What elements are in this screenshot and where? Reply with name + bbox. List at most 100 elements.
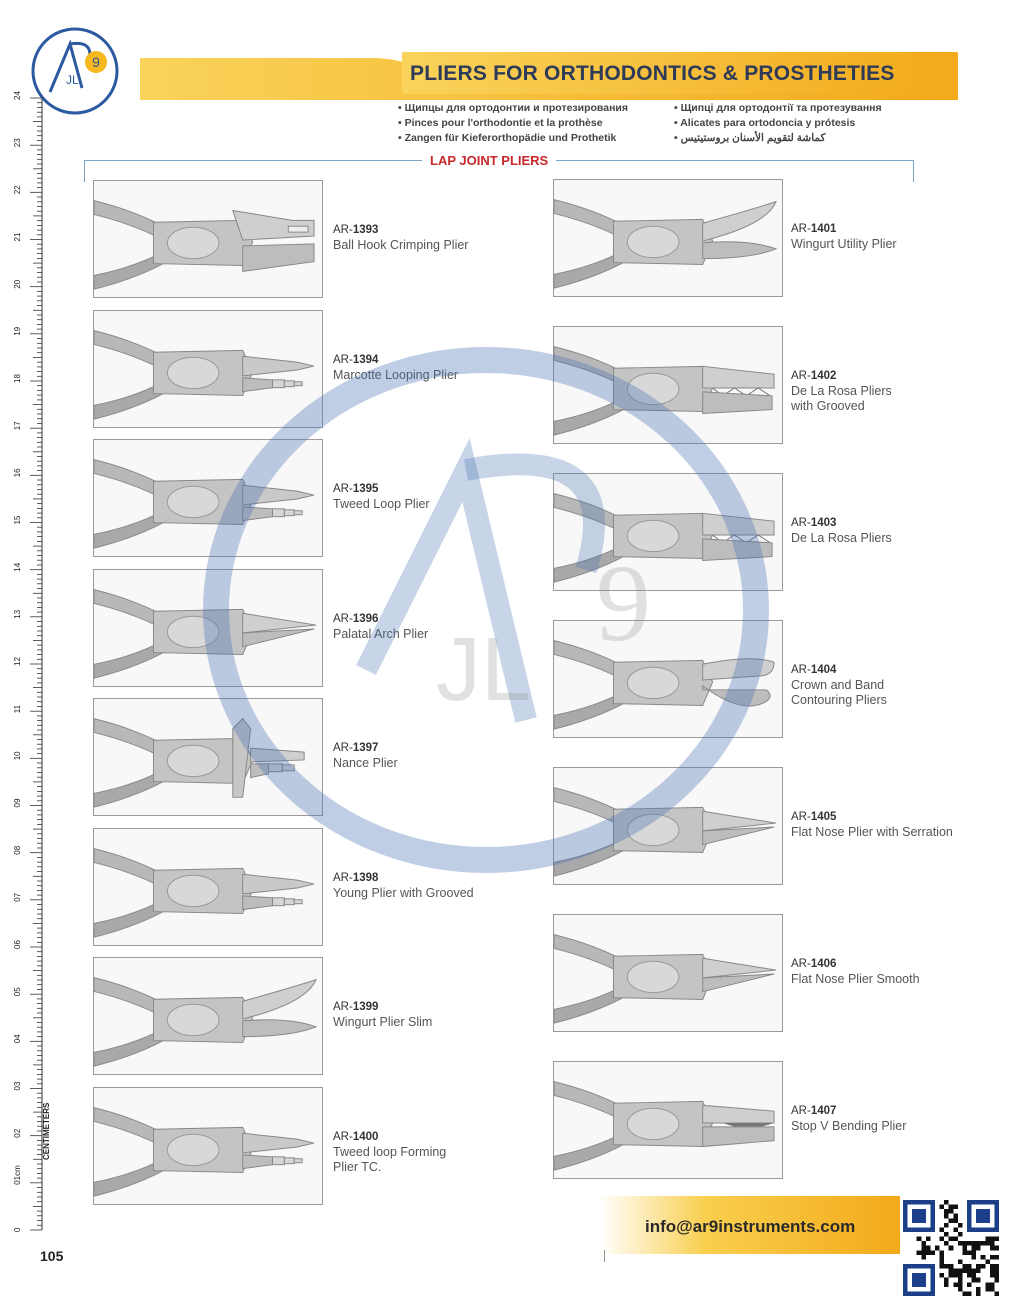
ruler-mark: 0	[13, 1227, 22, 1232]
plier-illustration	[553, 180, 782, 296]
product-code: AR-1396	[333, 613, 378, 625]
brand-logo: 9 JL	[30, 26, 120, 116]
product-code: AR-1401	[791, 223, 836, 235]
product-code-number: 1407	[810, 1105, 837, 1117]
language-line: Pinces pour l'orthodontie et la prothèse	[398, 116, 628, 131]
page-title: PLIERS FOR ORTHODONTICS & PROSTHETIES	[410, 62, 895, 85]
product-name: De La Rosa Pliers	[791, 531, 892, 545]
product-code-number: 1395	[352, 483, 379, 495]
product-image	[553, 767, 783, 885]
product-code: AR-1393	[333, 224, 378, 236]
ruler-mark: 11	[13, 704, 22, 713]
plier-illustration	[93, 699, 322, 815]
ruler-mark: 18	[13, 374, 22, 383]
product-code-prefix: AR-	[791, 517, 811, 529]
product-code-prefix: AR-	[333, 742, 353, 754]
svg-text:JL: JL	[436, 620, 531, 720]
product-code: AR-1402	[791, 370, 836, 382]
product-code: AR-1395	[333, 483, 378, 495]
product-image	[553, 326, 783, 444]
product-name: Crown and Band Contouring Pliers	[791, 678, 887, 707]
ruler-mark: 04	[13, 1034, 22, 1043]
product-code-prefix: AR-	[791, 223, 811, 235]
product-image	[553, 473, 783, 591]
ruler-mark: 06	[13, 940, 22, 949]
product-code: AR-1405	[791, 811, 836, 823]
plier-illustration	[553, 474, 782, 590]
qr-code[interactable]	[903, 1200, 999, 1296]
ruler-mark: 10	[13, 751, 22, 760]
product-name: Wingurt Utility Plier	[791, 237, 897, 251]
product-code-number: 1401	[810, 223, 837, 235]
product-code-number: 1397	[352, 742, 379, 754]
product-code: AR-1406	[791, 958, 836, 970]
ruler-mark: 07	[13, 892, 22, 901]
plier-illustration	[93, 1087, 322, 1204]
language-line: كماشة لتقويم الأسنان بروستيتيس	[674, 131, 882, 146]
product-image	[93, 1086, 323, 1205]
product-code: AR-1394	[333, 354, 378, 366]
product-code-prefix: AR-	[791, 811, 811, 823]
product-code-prefix: AR-	[791, 664, 811, 676]
product-image	[93, 180, 323, 298]
product-code-prefix: AR-	[333, 483, 353, 495]
product-name: Young Plier with Grooved	[333, 885, 474, 900]
product-code-number: 1399	[352, 1001, 379, 1013]
ruler-mark: 15	[13, 515, 22, 524]
product-image	[93, 957, 323, 1075]
plier-illustration	[93, 828, 322, 945]
product-code-prefix: AR-	[333, 353, 353, 366]
product-name: Palatal Arch Plier	[333, 626, 429, 641]
product-name: Ball Hook Crimping Plier	[333, 238, 469, 252]
product-name: Stop V Bending Plier	[791, 1119, 907, 1133]
ruler-mark: 19	[13, 326, 22, 335]
product-code-number: 1402	[810, 370, 837, 382]
product-code-prefix: AR-	[333, 1001, 353, 1013]
plier-illustration	[553, 768, 782, 884]
contact-email[interactable]: info@ar9instruments.com	[645, 1217, 856, 1236]
product-name: Wingurt Plier Slim	[333, 1015, 433, 1029]
product-code-number: 1394	[352, 353, 379, 366]
ruler-mark: 14	[13, 562, 22, 571]
ruler-mark: 13	[13, 609, 22, 618]
center-mark	[604, 1250, 605, 1262]
ruler-mark: 23	[13, 138, 22, 147]
product-code-prefix: AR-	[333, 1130, 353, 1143]
language-line: Щипці для ортодонтії та протезування	[674, 101, 882, 116]
product-name: Marcotte Looping Plier	[333, 367, 459, 382]
plier-illustration	[93, 181, 322, 297]
product-code-number: 1400	[352, 1130, 379, 1143]
product-image	[553, 620, 783, 738]
product-code: AR-1407	[791, 1105, 836, 1117]
product-code: AR-1400	[333, 1131, 378, 1143]
product-code-prefix: AR-	[333, 871, 353, 884]
plier-illustration	[93, 958, 322, 1074]
ruler-mark: 17	[13, 421, 22, 430]
product-image	[93, 568, 323, 687]
plier-illustration	[553, 1062, 782, 1178]
product-image	[553, 179, 783, 297]
ruler-mark: 01cm	[13, 1165, 22, 1185]
language-line: Zangen für Kieferorthopädie und Protheti…	[398, 131, 628, 146]
ruler-mark: 22	[13, 185, 22, 194]
ruler-mark: 12	[13, 657, 22, 666]
product-code-prefix: AR-	[791, 370, 811, 382]
product-code: AR-1399	[333, 1001, 378, 1013]
footer-band	[600, 1196, 900, 1254]
svg-text:9: 9	[92, 54, 100, 70]
language-line: Щипцы для ортодонтии и протезирования	[398, 101, 628, 116]
product-image	[553, 1061, 783, 1179]
plier-illustration	[93, 440, 322, 556]
product-image	[553, 914, 783, 1032]
product-code-prefix: AR-	[791, 1105, 811, 1117]
header-band	[140, 52, 958, 100]
product-name: Flat Nose Plier with Serration	[791, 825, 953, 839]
page-number: 105	[40, 1248, 64, 1264]
product-code-number: 1404	[810, 664, 837, 676]
product-code-prefix: AR-	[333, 612, 353, 625]
ruler-mark: 20	[13, 279, 22, 288]
product-code: AR-1403	[791, 517, 836, 529]
section-title: LAP JOINT PLIERS	[422, 153, 557, 168]
product-code: AR-1398	[333, 872, 378, 884]
